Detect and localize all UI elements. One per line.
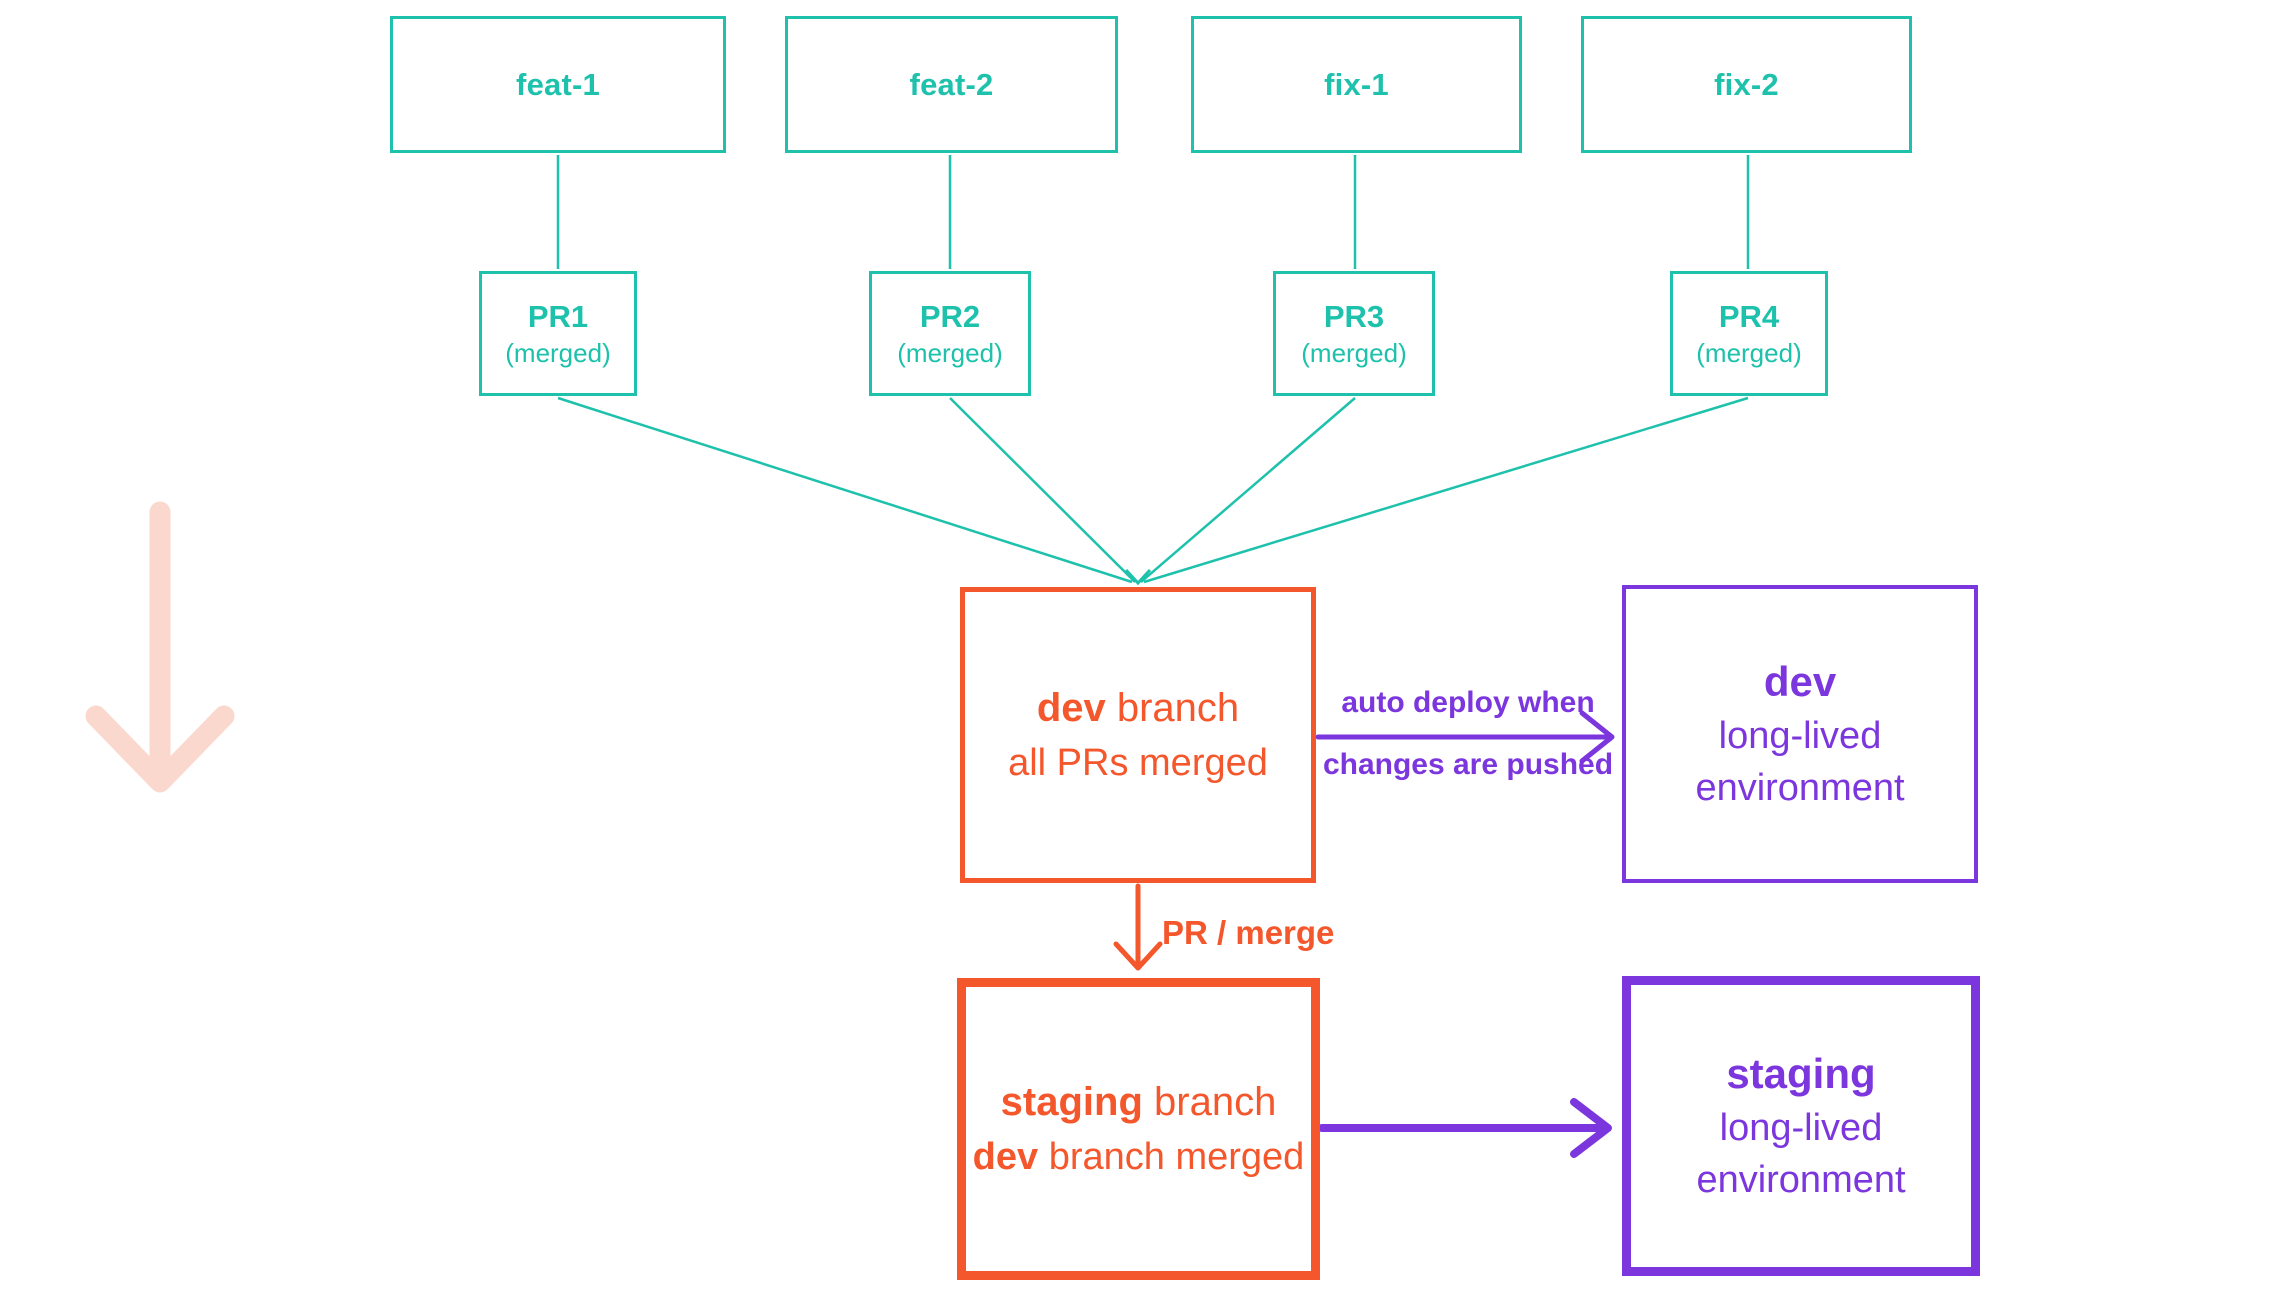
node-staging-branch: staging branch dev branch merged [957,978,1320,1280]
pr2-title: PR2 [919,298,981,334]
merge-arrowhead-icon [1124,568,1152,586]
pr4-status: (merged) [1696,337,1802,368]
pr-merge-arrow-icon [1113,883,1163,971]
pr-merge-connectors [557,396,1749,586]
staging-env-title: staging [1726,1050,1876,1097]
staging-branch-title: staging branch [1001,1080,1277,1125]
pr-merge-label: PR / merge [1162,914,1335,951]
dev-env-line3: environment [1695,767,1905,809]
pr4-dev-line [1143,396,1749,584]
node-fix-1: fix-1 [1191,16,1522,153]
pr3-title: PR3 [1323,298,1385,334]
feat-1-label: feat-1 [516,66,600,102]
pr2-dev-line [949,397,1136,583]
node-pr3: PR3 (merged) [1273,271,1435,396]
pr1-dev-line [557,396,1133,584]
dev-branch-title-em: dev [1036,685,1106,730]
dev-branch-title: dev branch [1037,686,1239,731]
staging-branch-subtitle: dev branch merged [973,1136,1305,1179]
pr1-status: (merged) [505,337,611,368]
staging-branch-subtitle-em: dev [972,1135,1039,1178]
fix-1-label: fix-1 [1324,66,1389,102]
auto-deploy-label-line1: auto deploy when [1341,686,1595,719]
node-pr4: PR4 (merged) [1670,271,1828,396]
auto-deploy-arrow-icon [1315,710,1615,764]
feat-2-label: feat-2 [909,66,994,102]
node-dev-environment: dev long-lived environment [1622,585,1978,883]
node-staging-environment: staging long-lived environment [1622,976,1980,1276]
staging-branch-subtitle-rest: branch merged [1038,1135,1305,1178]
dev-branch-title-rest: branch [1105,685,1240,730]
pr2-status: (merged) [897,337,1003,368]
node-fix-2: fix-2 [1581,16,1912,153]
pr3-status: (merged) [1301,337,1407,368]
fix-2-label: fix-2 [1714,66,1779,102]
pr4-title: PR4 [1718,298,1780,334]
node-pr2: PR2 (merged) [869,271,1031,396]
branch-to-pr-connectors [556,155,1750,269]
node-feat-1: feat-1 [390,16,726,153]
workflow-direction-arrow-icon [85,501,235,793]
staging-branch-title-em: staging [1000,1079,1143,1124]
dev-env-title: dev [1763,658,1837,705]
pr1-title: PR1 [527,298,589,334]
staging-env-line2: long-lived [1719,1107,1883,1149]
staging-branch-title-rest: branch [1142,1079,1277,1124]
node-pr1: PR1 (merged) [479,271,637,396]
staging-deploy-arrow-icon [1318,1098,1612,1158]
staging-env-line3: environment [1696,1159,1906,1201]
auto-deploy-label-line2: changes are pushed [1322,748,1614,781]
pr3-dev-line [1140,397,1356,583]
dev-branch-subtitle: all PRs merged [1008,741,1268,784]
dev-env-line2: long-lived [1718,715,1882,757]
node-feat-2: feat-2 [785,16,1118,153]
node-dev-branch: dev branch all PRs merged [960,587,1316,883]
